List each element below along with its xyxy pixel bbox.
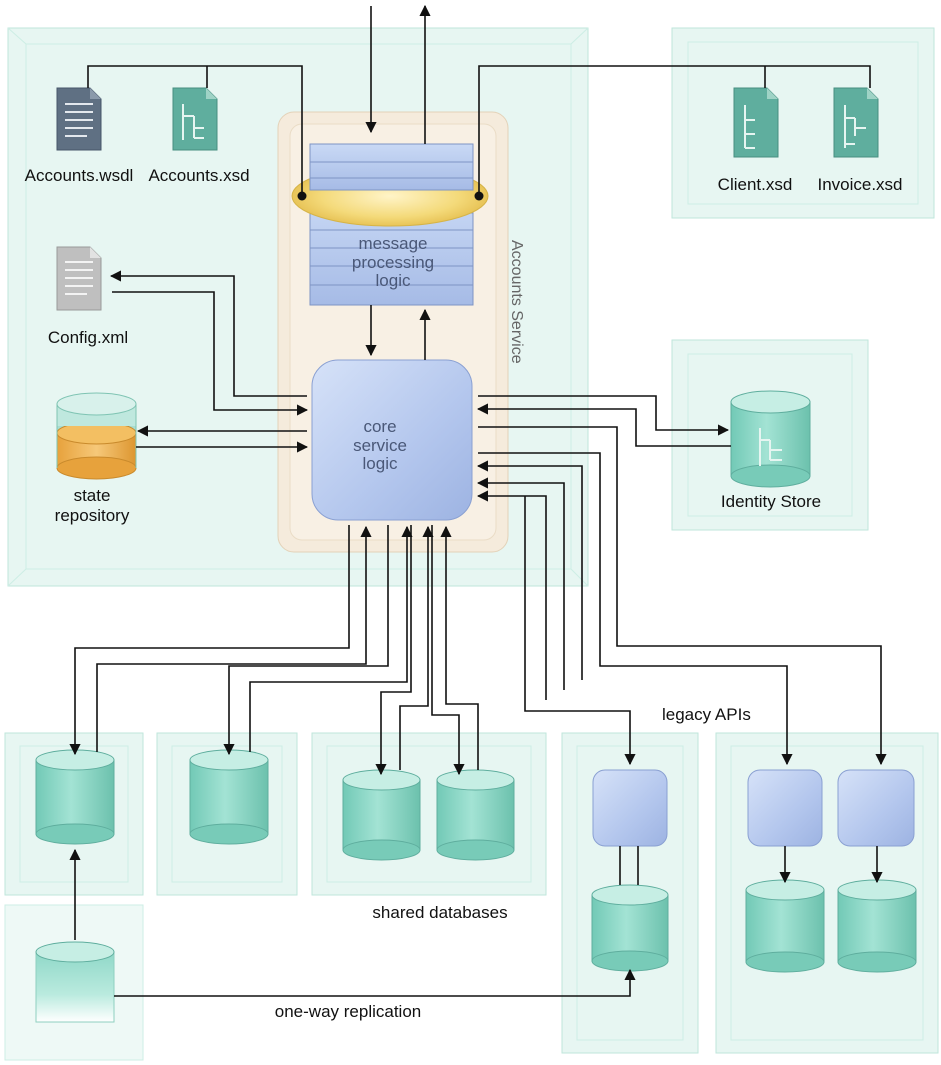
core-logic-line3: logic [363, 454, 398, 473]
invoice-xsd-icon[interactable] [833, 87, 879, 158]
connectors [69, 4, 887, 997]
identity-store-label: Identity Store [721, 492, 821, 511]
invoice-xsd-label: Invoice.xsd [817, 175, 902, 194]
legacy-api-block-1[interactable] [592, 769, 668, 847]
legacy-database-1[interactable] [591, 884, 669, 972]
client-xsd-label: Client.xsd [718, 175, 793, 194]
accounts-service-label: Accounts Service [508, 240, 525, 364]
schemas-container [671, 27, 935, 219]
message-logic-line1: message [359, 234, 428, 253]
state-repository-database[interactable] [56, 392, 137, 480]
database-2[interactable] [189, 749, 269, 845]
message-logic-line3: logic [376, 271, 411, 290]
halo-anchor-right [474, 191, 484, 201]
xsd-document-icon[interactable] [172, 87, 218, 151]
legacy-database-2[interactable] [745, 879, 825, 973]
wsdl-document-icon[interactable] [56, 87, 102, 151]
identity-store-database[interactable] [730, 390, 811, 488]
core-service-logic[interactable]: core service logic [311, 359, 473, 521]
config-xml-label: Config.xml [48, 328, 128, 347]
replica-database[interactable] [35, 941, 115, 1023]
accounts-wsdl-label: Accounts.wsdl [25, 166, 134, 185]
core-logic-line1: core [363, 417, 396, 436]
legacy-database-3[interactable] [837, 879, 917, 973]
shared-databases-label: shared databases [372, 903, 507, 922]
state-repository-label-2: repository [55, 506, 130, 525]
database-1[interactable] [35, 749, 115, 845]
tree-icon [759, 428, 782, 466]
core-logic-line2: service [353, 436, 407, 455]
legacy-apis-label: legacy APIs [662, 705, 751, 724]
client-xsd-icon[interactable] [733, 87, 779, 158]
message-processing-logic[interactable]: message processing logic [291, 143, 489, 306]
xml-document-icon[interactable] [56, 246, 102, 311]
one-way-replication-label: one-way replication [275, 1002, 421, 1021]
shared-database-2[interactable] [436, 769, 515, 861]
state-repository-label-1: state [74, 486, 111, 505]
legacy-api-block-3[interactable] [837, 769, 915, 847]
accounts-xsd-label: Accounts.xsd [148, 166, 249, 185]
message-logic-line2: processing [352, 253, 434, 272]
shared-database-1[interactable] [342, 769, 421, 861]
halo-anchor-left [297, 191, 307, 201]
legacy-api-block-2[interactable] [747, 769, 823, 847]
